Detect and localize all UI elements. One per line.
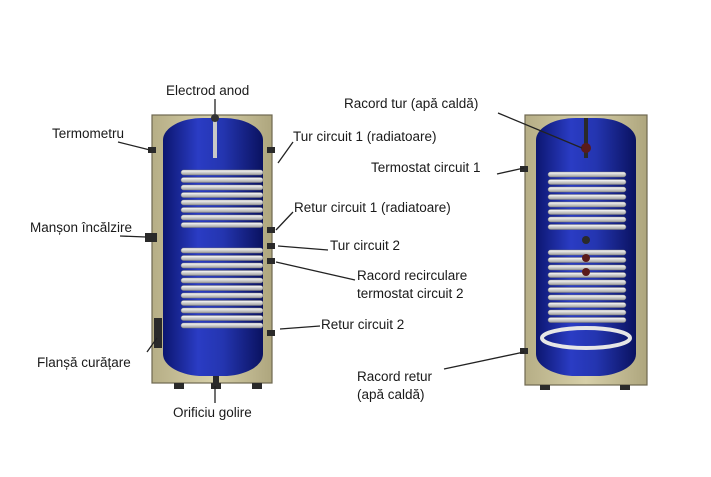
coil-turn	[180, 315, 264, 321]
coil-turn	[180, 222, 264, 228]
coil-turn	[547, 216, 627, 223]
label-hot-water-out: Racord tur (apă caldă)	[344, 96, 479, 111]
label-heater-sleeve: Manșon încălzire	[30, 220, 133, 235]
coil-turn	[180, 169, 264, 176]
coil-turn	[180, 277, 264, 284]
recirc-port	[267, 258, 275, 264]
anode-cap	[211, 114, 219, 122]
label-return-circuit-1: Retur circuit 1 (radiatoare)	[294, 200, 451, 215]
flow-circuit-2-port	[267, 243, 275, 249]
leader-flow-circuit-1	[277, 141, 294, 164]
coil-turn	[180, 292, 264, 299]
upper-coil	[180, 169, 264, 228]
coil-turn	[547, 279, 627, 286]
coil-turn	[180, 285, 264, 291]
label-return-line-1: Racord retur	[357, 369, 433, 384]
coil-turn	[180, 199, 264, 206]
coil-turn	[547, 294, 627, 301]
coil-turn	[180, 207, 264, 213]
internal-connector	[582, 254, 590, 262]
coil-turn	[180, 262, 264, 269]
flow-circuit-1-port	[267, 147, 275, 153]
thermometer-port	[148, 147, 156, 153]
coil-turn	[180, 214, 264, 221]
coil-turn	[547, 317, 627, 323]
right-tank-leaders	[443, 112, 583, 370]
label-drain: Orificiu golire	[173, 405, 252, 420]
left-tank-foot	[252, 383, 262, 389]
label-recirc-1: Racord recirculare	[357, 268, 468, 283]
leader-thermometer	[117, 141, 151, 151]
internal-connector	[582, 268, 590, 276]
lower-coil	[547, 249, 627, 323]
label-thermometer: Termometru	[52, 126, 125, 141]
leader-return-line	[443, 351, 525, 370]
leader-thermostat-1	[496, 167, 525, 175]
label-return-circuit-2: Retur circuit 2	[321, 317, 405, 332]
right-tank-foot	[620, 385, 630, 390]
label-cleaning-flange: Flanșă curățare	[37, 355, 131, 370]
lower-coil	[180, 247, 264, 329]
return-port	[520, 348, 528, 354]
internal-connector	[581, 143, 591, 153]
label-flow-circuit-2: Tur circuit 2	[330, 238, 401, 253]
return-circuit-2-port	[267, 330, 275, 336]
label-thermostat-1: Termostat circuit 1	[371, 160, 481, 175]
coil-turn	[547, 287, 627, 293]
cleaning-flange	[154, 318, 162, 348]
coil-turn	[547, 224, 627, 230]
coil-turn	[180, 307, 264, 314]
coil-turn	[547, 209, 627, 215]
hot-water-riser	[584, 118, 588, 158]
coil-turn	[180, 255, 264, 261]
leader-recirc	[275, 261, 356, 281]
coil-turn	[547, 302, 627, 308]
coil-turn	[180, 247, 264, 254]
coil-turn	[180, 270, 264, 276]
left-tank-leaders	[117, 99, 356, 403]
left-tank	[145, 114, 275, 389]
anode-rod	[213, 118, 217, 158]
coil-turn	[547, 186, 627, 193]
return-circuit-1-port	[267, 227, 275, 233]
internal-connector	[582, 236, 590, 244]
coil-turn	[180, 184, 264, 191]
leader-flow-circuit-2	[277, 245, 329, 251]
left-tank-foot	[174, 383, 184, 389]
heater-sleeve-port	[145, 233, 157, 242]
leader-return-circuit-1	[275, 211, 294, 231]
leader-return-circuit-2	[279, 325, 321, 330]
coil-turn	[180, 322, 264, 329]
coil-turn	[180, 300, 264, 306]
label-flow-circuit-1: Tur circuit 1 (radiatoare)	[293, 129, 437, 144]
upper-coil	[547, 171, 627, 230]
leader-cleaning-flange	[146, 337, 158, 353]
thermostat-port	[520, 166, 528, 172]
coil-turn	[180, 177, 264, 183]
coil-turn	[547, 171, 627, 178]
coil-turn	[547, 309, 627, 316]
label-anode: Electrod anod	[166, 83, 250, 98]
right-tank-foot	[540, 385, 550, 390]
left-tank-foot	[211, 383, 221, 389]
coil-turn	[180, 192, 264, 198]
return-ring	[540, 326, 632, 350]
leader-hot-water	[497, 112, 583, 149]
coil-turn	[547, 194, 627, 200]
label-return-line-2: (apă caldă)	[357, 387, 425, 402]
drain-port	[213, 376, 219, 383]
leader-heater-sleeve	[119, 235, 147, 238]
coil-turn	[547, 179, 627, 185]
right-tank	[520, 114, 648, 390]
coil-turn	[547, 201, 627, 208]
label-recirc-2: termostat circuit 2	[357, 286, 464, 301]
